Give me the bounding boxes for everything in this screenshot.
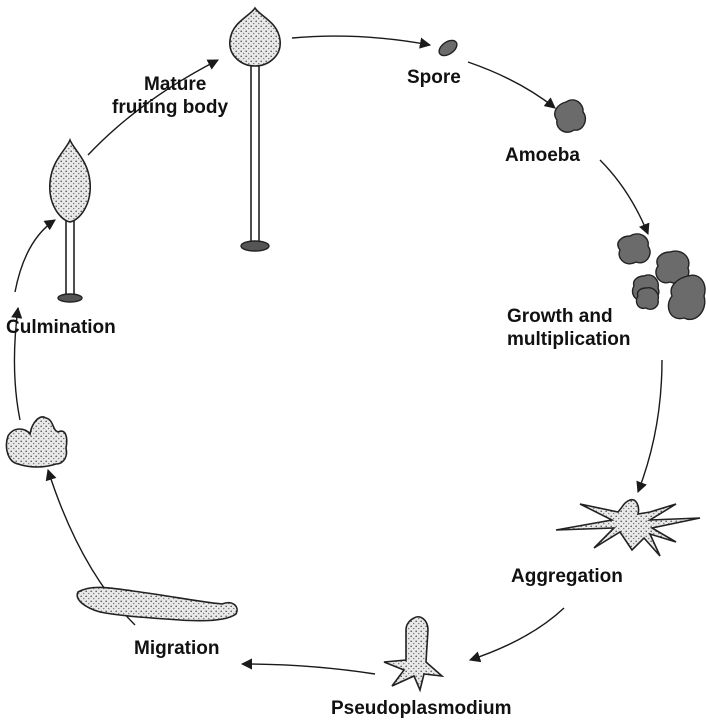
arrow-aggregation-to-pseudoplasmodium bbox=[470, 608, 564, 660]
pseudoplasmodium-illustration bbox=[384, 617, 442, 690]
arrow-culmination-to-tall-culminant bbox=[15, 220, 55, 292]
label-multiplication: multiplication bbox=[507, 329, 631, 350]
migration-slug-illustration bbox=[77, 587, 237, 620]
culmination-tall-illustration bbox=[50, 140, 90, 302]
aggregation-illustration bbox=[556, 500, 700, 556]
arrow-mature-to-spore bbox=[292, 36, 430, 45]
label-pseudoplasmodium: Pseudoplasmodium bbox=[331, 698, 512, 719]
label-culmination: Culmination bbox=[6, 317, 116, 338]
label-amoeba: Amoeba bbox=[505, 145, 580, 166]
growth-multiplication-illustration bbox=[618, 234, 705, 320]
culmination-mound-illustration bbox=[6, 417, 66, 467]
arrow-growth-to-aggregation bbox=[638, 360, 662, 492]
label-migration: Migration bbox=[134, 638, 220, 659]
label-aggregation: Aggregation bbox=[511, 566, 623, 587]
arrow-spore-to-amoeba bbox=[468, 62, 555, 108]
label-spore: Spore bbox=[407, 67, 461, 88]
label-growth-and: Growth and bbox=[507, 306, 613, 327]
label-mature: Mature bbox=[144, 74, 206, 95]
label-fruiting-body: fruiting body bbox=[112, 97, 229, 118]
arrow-pseudoplasmodium-to-migration bbox=[242, 664, 375, 674]
arrow-amoeba-to-growth bbox=[600, 160, 648, 234]
spore-illustration bbox=[436, 37, 459, 58]
mature-fruiting-body-illustration bbox=[230, 8, 280, 251]
amoeba-illustration bbox=[555, 100, 586, 132]
